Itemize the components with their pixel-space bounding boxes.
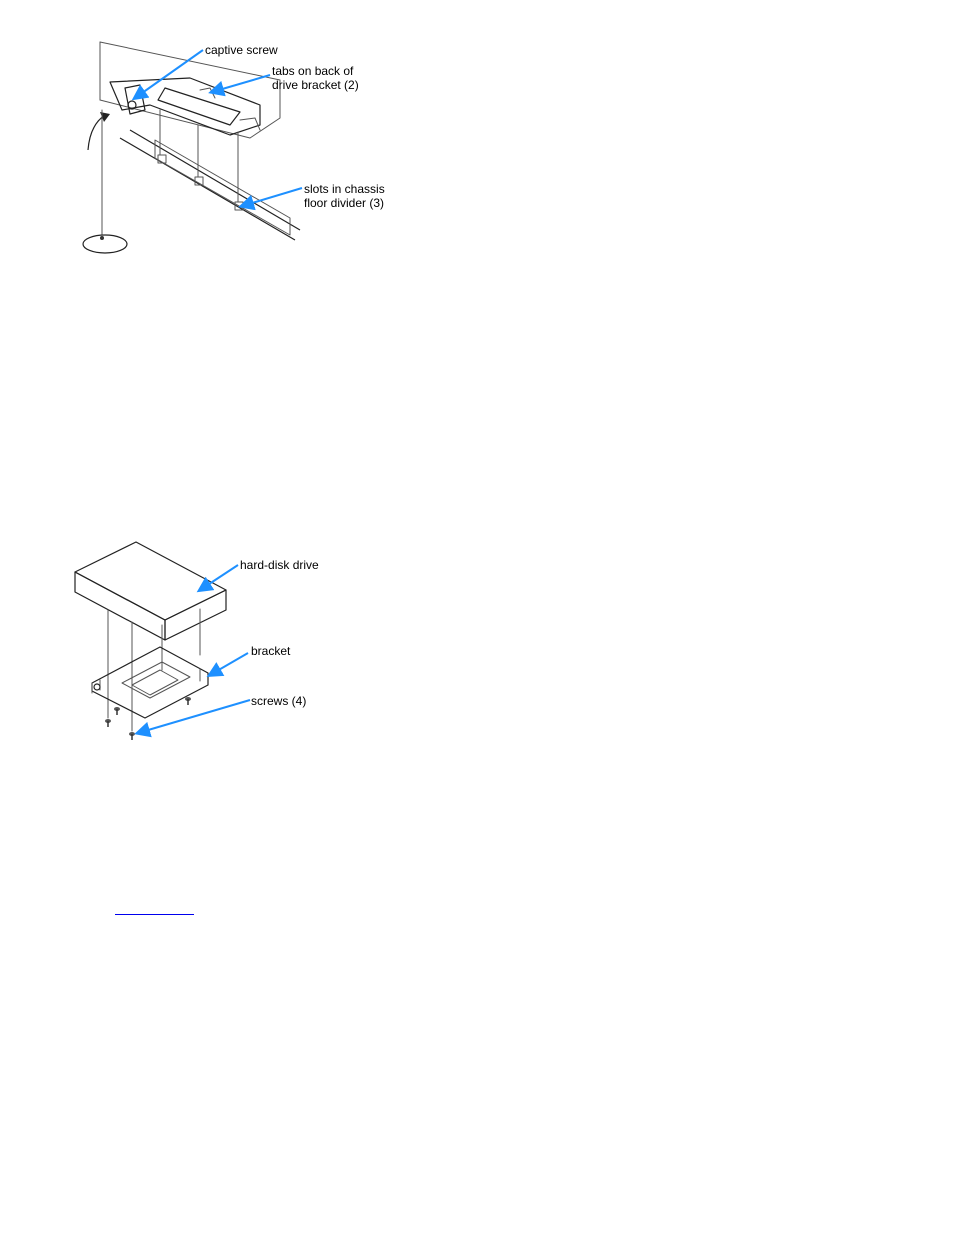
screw bbox=[114, 707, 120, 715]
leader-slots bbox=[238, 187, 303, 211]
leader-captive-screw bbox=[131, 49, 204, 101]
hard-disk-drive-illustration: hard-disk drive bracket screws (4) bbox=[74, 541, 319, 740]
screw bbox=[129, 732, 135, 740]
figure-hard-disk-drive: hard-disk drive bracket screws (4) bbox=[70, 535, 340, 750]
captive-screw-head bbox=[127, 100, 137, 110]
callout-hard-disk-drive: hard-disk drive bbox=[240, 558, 319, 572]
hdd-top bbox=[74, 541, 227, 621]
callout-captive-screw: captive screw bbox=[205, 43, 278, 57]
leader-bracket bbox=[206, 652, 249, 678]
chassis-slot bbox=[157, 154, 167, 164]
drive-bracket-illustration: captive screw tabs on back of drive brac… bbox=[82, 41, 385, 254]
hdd-side bbox=[164, 589, 227, 641]
hdd-front bbox=[74, 571, 166, 641]
callout-tabs-line1: tabs on back of bbox=[272, 64, 354, 78]
callout-slots-line2: floor divider (3) bbox=[304, 196, 384, 210]
figure-drive-bracket-install: captive screw tabs on back of drive brac… bbox=[70, 30, 400, 270]
callout-tabs-line2: drive bracket (2) bbox=[272, 78, 359, 92]
drive-bracket-body bbox=[109, 77, 261, 136]
callout-bracket: bracket bbox=[251, 644, 291, 658]
callout-slots-line1: slots in chassis bbox=[304, 182, 385, 196]
link-underline[interactable] bbox=[115, 914, 194, 915]
screw bbox=[105, 719, 111, 727]
callout-screws: screws (4) bbox=[251, 694, 306, 708]
screw bbox=[185, 697, 191, 705]
floor-divider-rail bbox=[119, 137, 296, 241]
bracket-body bbox=[91, 646, 209, 719]
chassis-slot bbox=[194, 176, 204, 186]
leader-hard-disk-drive bbox=[196, 564, 239, 593]
leader-screws bbox=[134, 699, 251, 738]
screw-pad bbox=[82, 234, 128, 254]
leader-tabs bbox=[208, 74, 271, 97]
